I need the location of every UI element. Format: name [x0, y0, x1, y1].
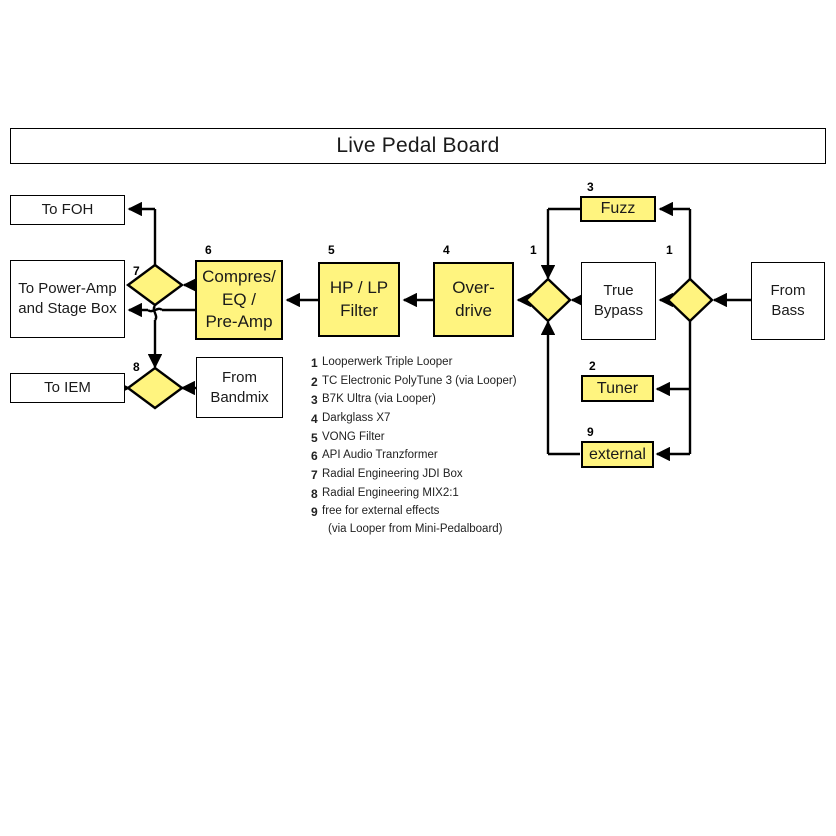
legend-item-text: Darkglass X7 [322, 411, 391, 424]
tag-mix-box: 8 [133, 360, 140, 374]
node-fuzz-label: Fuzz [600, 200, 636, 218]
legend-item-number: 5 [311, 430, 318, 445]
node-fuzz[interactable]: Fuzz [580, 196, 656, 222]
node-to-foh-label: To FOH [41, 201, 94, 219]
node-filter-line2: Filter [340, 300, 378, 320]
node-true-bypass-line2: Bypass [593, 302, 644, 319]
tag-overdrive: 4 [443, 243, 450, 257]
node-true-bypass[interactable]: True Bypass [581, 262, 656, 340]
legend-item-text: Looperwerk Triple Looper [322, 356, 453, 368]
node-tuner[interactable]: Tuner [581, 375, 654, 402]
node-filter-line1: HP / LP [329, 278, 389, 298]
node-to-iem[interactable]: To IEM [10, 373, 125, 403]
node-from-bass-line1: From [770, 282, 806, 300]
node-to-iem-label: To IEM [44, 379, 91, 397]
diamond-looper-right [666, 277, 714, 323]
legend-item-number: 4 [311, 411, 318, 426]
legend-item: 8 Radial Engineering MIX2:1 [311, 487, 561, 501]
node-preamp-line2: EQ / [221, 289, 256, 309]
tag-external: 9 [587, 425, 594, 439]
diagram-title-bar: Live Pedal Board [10, 128, 826, 164]
legend-item-text: VONG Filter [322, 430, 385, 443]
node-from-bandmix[interactable]: From Bandmix [196, 357, 283, 418]
legend-item-text: B7K Ultra (via Looper) [322, 393, 436, 406]
node-from-bass-line2: Bass [771, 302, 805, 319]
diamond-mix-box [125, 366, 185, 410]
tag-jdi-box: 7 [133, 264, 140, 278]
tag-fuzz: 3 [587, 180, 594, 194]
legend-item-number: 6 [311, 449, 318, 464]
node-from-bandmix-line2: Bandmix [210, 388, 269, 406]
node-hp-lp-filter[interactable]: HP / LP Filter [318, 262, 400, 337]
legend-item: 9 free for external effects [311, 505, 561, 519]
legend-item: 6 API Audio Tranzformer [311, 449, 561, 463]
node-external[interactable]: external [581, 441, 654, 468]
legend: 1 Looperwerk Triple Looper 2 TC Electron… [311, 356, 561, 536]
legend-item: 1 Looperwerk Triple Looper [311, 356, 561, 370]
node-to-power-amp[interactable]: To Power-Amp and Stage Box [10, 260, 125, 338]
tag-filter: 5 [328, 243, 335, 257]
tag-tuner: 2 [589, 359, 596, 373]
node-to-power-amp-line1: To Power-Amp [18, 280, 117, 298]
node-preamp-line3: Pre-Amp [205, 312, 273, 332]
legend-item: 7 Radial Engineering JDI Box [311, 468, 561, 482]
node-to-foh[interactable]: To FOH [10, 195, 125, 225]
diamond-jdi-box [125, 263, 185, 307]
legend-item-text: TC Electronic PolyTune 3 (via Looper) [322, 374, 517, 387]
node-overdrive-line1: Over- [452, 278, 495, 298]
legend-item-number: 7 [311, 467, 318, 482]
node-true-bypass-line1: True [603, 282, 634, 300]
tag-looper-right: 1 [666, 243, 673, 257]
node-compres-eq-preamp[interactable]: Compres/ EQ / Pre-Amp [195, 260, 283, 340]
legend-item: 4 Darkglass X7 [311, 412, 561, 426]
node-overdrive[interactable]: Over- drive [433, 262, 514, 337]
legend-item-text: API Audio Tranzformer [322, 449, 438, 462]
node-from-bandmix-line1: From [221, 368, 257, 386]
tag-preamp: 6 [205, 243, 212, 257]
legend-item-number: 3 [311, 393, 318, 408]
legend-item-text: Radial Engineering JDI Box [322, 467, 463, 480]
legend-item: 5 VONG Filter [311, 431, 561, 445]
legend-continuation: (via Looper from Mini-Pedalboard) [328, 522, 503, 535]
legend-item: 3 B7K Ultra (via Looper) [311, 393, 561, 407]
node-preamp-line1: Compres/ [202, 267, 276, 287]
legend-item-number: 8 [311, 486, 318, 501]
legend-item-number: 1 [311, 356, 318, 370]
node-overdrive-line2: drive [455, 300, 492, 320]
legend-item-text: Radial Engineering MIX2:1 [322, 486, 459, 499]
line-jump-jdi-down [152, 305, 158, 321]
legend-item-text: free for external effects [322, 505, 440, 518]
node-tuner-label: Tuner [596, 379, 639, 397]
node-to-power-amp-line2: and Stage Box [18, 300, 117, 317]
tag-looper-left: 1 [530, 243, 537, 257]
node-from-bass[interactable]: From Bass [751, 262, 825, 340]
page-title: Live Pedal Board [336, 134, 500, 157]
legend-item-number: 2 [311, 374, 318, 389]
node-external-label: external [589, 445, 646, 463]
diamond-looper-left [524, 277, 572, 323]
legend-item: 2 TC Electronic PolyTune 3 (via Looper) [311, 375, 561, 389]
legend-item-number: 9 [311, 505, 318, 520]
